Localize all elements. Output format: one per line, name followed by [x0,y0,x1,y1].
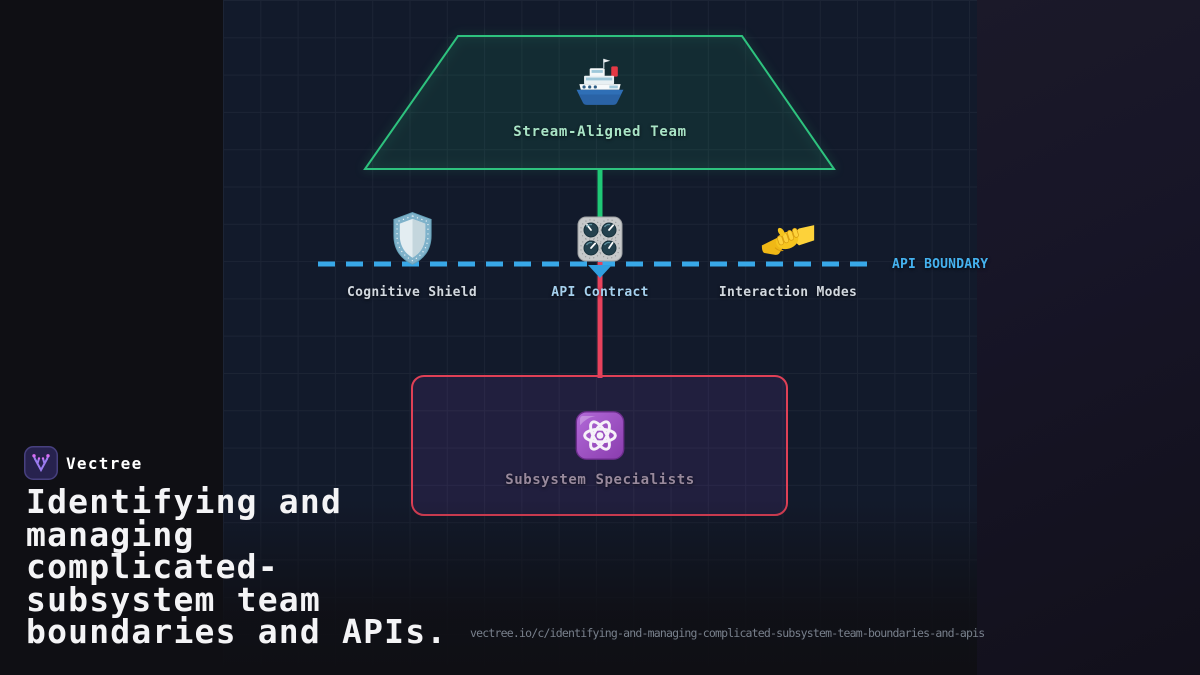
handshake-icon [761,218,815,261]
atom-icon [574,409,626,462]
ship-icon [570,56,630,116]
page-title: Identifying and managing complicated- su… [26,482,496,651]
title-line: Identifying and [26,482,343,521]
subsystem-specialists-label: Subsystem Specialists [505,472,695,488]
control-knobs-icon [576,215,624,263]
right-gradient-backdrop [977,0,1200,675]
stream-aligned-team-label: Stream-Aligned Team [513,124,687,140]
canonical-url: vectree.io/c/identifying-and-managing-co… [470,626,985,640]
api-boundary-label: API BOUNDARY [892,257,989,272]
title-line: managing [26,514,195,554]
vectree-logo-icon [24,446,58,480]
brand-name: Vectree [66,454,143,473]
title-line: subsystem team [26,579,321,619]
title-line: boundaries and APIs. [26,612,448,651]
boundary-arrow-icon [588,265,612,278]
api-contract-label: API Contract [551,285,649,300]
title-line: complicated- [26,547,279,586]
vectree-logo [24,446,58,480]
interaction-modes-label: Interaction Modes [718,285,858,300]
cognitive-shield-label: Cognitive Shield [346,285,478,300]
shield-icon [390,211,435,266]
